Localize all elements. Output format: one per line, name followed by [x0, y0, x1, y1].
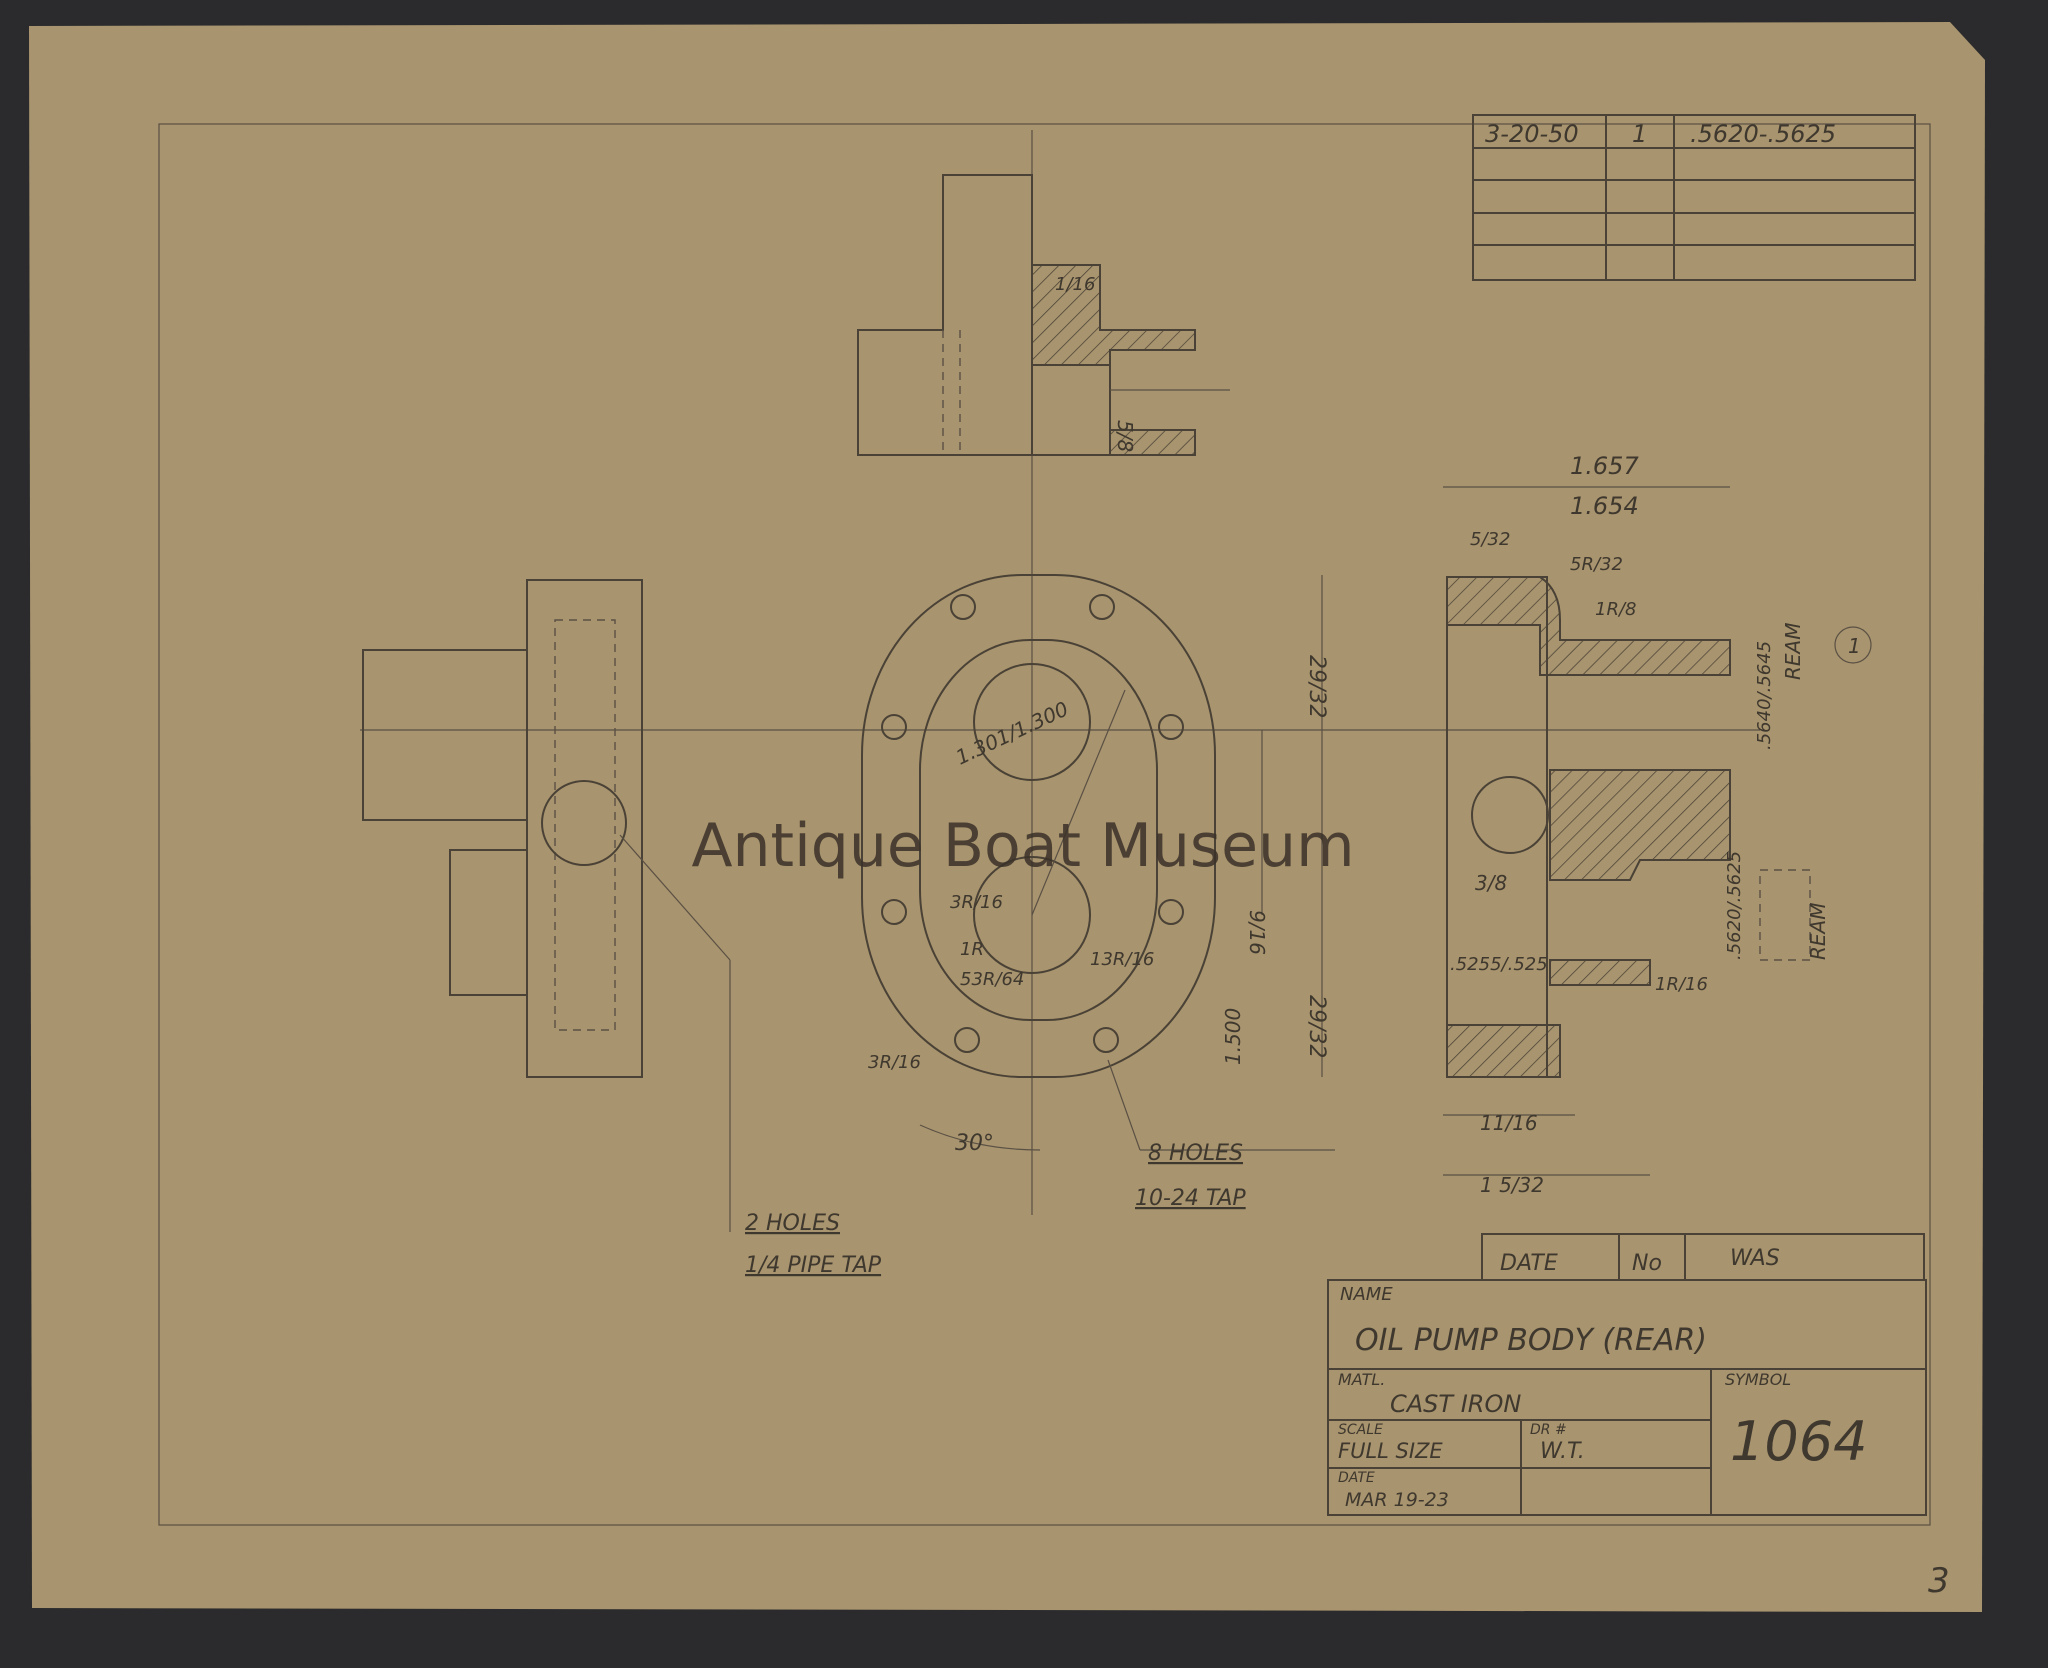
change-was-header: WAS — [1730, 1246, 1780, 1271]
dim-r5: 3R/16 — [868, 1052, 921, 1073]
symbol-label: SYMBOL — [1725, 1370, 1791, 1389]
title-block: DATE No WAS NAME OIL PUMP BODY (REAR) MA… — [1327, 1233, 1927, 1516]
dim-r2: 1R — [960, 939, 984, 960]
drawn-label: DR # — [1530, 1422, 1567, 1438]
change-no-header: No — [1632, 1251, 1662, 1276]
revision-date: 3-20-50 — [1485, 120, 1579, 148]
dim-width-bottom: 1.654 — [1570, 492, 1639, 520]
scale-label: SCALE — [1338, 1422, 1383, 1438]
ream-label-1: REAM — [1781, 623, 1805, 680]
watermark: Antique Boat Museum — [691, 811, 1354, 881]
note-pipe-tap: 1/4 PIPE TAP — [745, 1253, 882, 1278]
name-label: NAME — [1340, 1284, 1393, 1305]
scale-value: FULL SIZE — [1338, 1439, 1443, 1463]
ream-label-2: REAM — [1806, 903, 1830, 960]
dim-bore-b: .5620/.5625 — [1724, 851, 1745, 960]
dim-three-eighths: 3/8 — [1475, 871, 1507, 895]
revision-was: .5620-.5625 — [1690, 120, 1836, 148]
revision-marker-label: 1 — [1848, 634, 1861, 658]
top-view: 1/16 5/8 — [857, 174, 1230, 456]
note-holes-tap: 8 HOLES — [1148, 1141, 1243, 1166]
section-view: 1.657 1.654 5/32 5R/32 1R/8 .5640/.5645 … — [1443, 452, 1872, 1197]
date-label: DATE — [1338, 1470, 1375, 1486]
dim-r4: 13R/16 — [1090, 949, 1154, 970]
part-name: OIL PUMP BODY (REAR) — [1355, 1323, 1707, 1358]
sheet-mark: 3 — [1928, 1561, 1950, 1601]
dim-center-distance: 1.500 — [1221, 1008, 1245, 1065]
dim-h-upper: 29/32 — [1304, 655, 1329, 718]
dim-r1: 3R/16 — [950, 892, 1003, 913]
left-side-view — [362, 579, 731, 1232]
date-value: MAR 19-23 — [1345, 1489, 1449, 1511]
dim-r6: 1R/16 — [1655, 974, 1708, 995]
note-tap-size: 10-24 TAP — [1135, 1186, 1246, 1211]
dim-flange: 5/32 — [1470, 529, 1510, 550]
dim-h-lower: 29/32 — [1304, 995, 1329, 1058]
note-holes-pipe: 2 HOLES — [745, 1211, 840, 1236]
revision-no: 1 — [1632, 120, 1647, 148]
dim-h-mid: 9/16 — [1245, 910, 1269, 955]
dim-len-b: 1 5/32 — [1480, 1173, 1544, 1197]
angle-label: 30° — [955, 1131, 994, 1156]
drawing-border — [158, 123, 1931, 1526]
dim-radius-a: 5R/32 — [1570, 554, 1623, 575]
dim-top-height: 5/8 — [1113, 420, 1137, 452]
paper-sheet — [29, 22, 1985, 1612]
dim-top-fillet: 1/16 — [1055, 274, 1095, 295]
bolt-holes — [881, 594, 1184, 1053]
change-date-header: DATE — [1500, 1251, 1558, 1276]
dim-len-a: 11/16 — [1480, 1111, 1538, 1135]
material-value: CAST IRON — [1390, 1390, 1521, 1418]
revision-table: 3-20-50 1 .5620-.5625 — [1472, 114, 1916, 281]
revision-marker — [1834, 626, 1872, 664]
dim-step: .5255/.525 — [1450, 954, 1548, 975]
dim-radius-b: 1R/8 — [1595, 599, 1636, 620]
material-label: MATL. — [1338, 1370, 1385, 1389]
symbol-value: 1064 — [1730, 1410, 1867, 1473]
drawn-value: W.T. — [1540, 1439, 1585, 1464]
dim-r3: 53R/64 — [960, 969, 1024, 990]
dim-bore-a: .5640/.5645 — [1754, 641, 1775, 750]
dim-width-top: 1.657 — [1570, 452, 1639, 480]
